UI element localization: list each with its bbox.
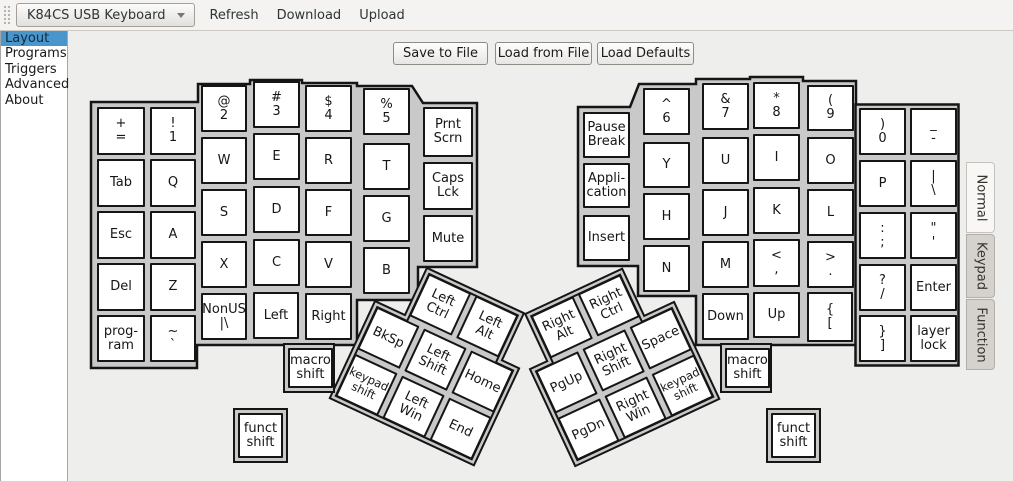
key-j[interactable]: J (702, 189, 749, 236)
key-left-arrow-key[interactable]: Left (253, 292, 299, 339)
key-i[interactable]: I (753, 134, 800, 181)
key-enter[interactable]: Enter (910, 264, 957, 311)
key-quote-apostrophe[interactable]: "' (910, 212, 957, 259)
key-plus-equals[interactable]: += (97, 107, 145, 155)
toolbar: K84CS USB Keyboard Refresh Download Uplo… (0, 0, 1013, 31)
key-tab[interactable]: Tab (97, 159, 145, 207)
key-m[interactable]: M (702, 241, 749, 288)
key-up-arrow-key[interactable]: Up (753, 292, 800, 338)
key-dollar-4[interactable]: $4 (305, 85, 352, 132)
toolbar-item-download[interactable]: Download (276, 7, 342, 23)
key-right-arrow-key[interactable]: Right (305, 293, 352, 340)
key-s[interactable]: S (201, 189, 247, 236)
key-mute[interactable]: Mute (423, 215, 473, 262)
key-d[interactable]: D (253, 186, 300, 233)
sidebar-item-advanced[interactable]: Advanced (5, 77, 70, 93)
key-z[interactable]: Z (150, 263, 196, 311)
key-lt-comma[interactable]: <, (753, 239, 800, 287)
key-t[interactable]: T (363, 143, 410, 190)
key-a[interactable]: A (150, 211, 196, 259)
key-colon-semicolon[interactable]: :; (859, 212, 906, 259)
key-g[interactable]: G (363, 195, 410, 242)
key-underscore-hyphen[interactable]: _- (910, 108, 957, 155)
key-l[interactable]: L (807, 189, 854, 236)
save-to-file-button[interactable]: Save to File (393, 42, 488, 65)
tab-normal[interactable]: Normal (966, 162, 995, 233)
key-hash-3[interactable]: #3 (253, 81, 300, 128)
key-k[interactable]: K (753, 187, 800, 234)
key-q[interactable]: Q (150, 159, 196, 207)
key-o[interactable]: O (807, 137, 854, 184)
key-u[interactable]: U (702, 137, 749, 184)
device-select-value: K84CS USB Keyboard (27, 7, 166, 23)
load-from-file-button[interactable]: Load from File (495, 42, 592, 65)
tab-function-label: Function (973, 306, 988, 363)
key-pipe-backslash[interactable]: |\ (910, 160, 957, 207)
key-e[interactable]: E (253, 133, 300, 180)
key-h[interactable]: H (643, 193, 690, 240)
key-f[interactable]: F (305, 189, 352, 236)
key-c[interactable]: C (253, 239, 300, 286)
key-lparen-9[interactable]: (9 (807, 85, 854, 131)
key-esc[interactable]: Esc (97, 211, 145, 259)
toolbar-grip-icon[interactable] (3, 5, 12, 25)
key-nonus-backslash[interactable]: NonUS|\ (201, 293, 247, 340)
sidebar-item-about[interactable]: About (5, 92, 44, 108)
toolbar-item-refresh[interactable]: Refresh (209, 7, 259, 23)
key-v[interactable]: V (305, 241, 352, 288)
sidebar-item-layout[interactable]: Layout (1, 31, 67, 47)
key-lbrace-lbracket[interactable]: {[ (807, 292, 853, 342)
key-application[interactable]: Appli-cation (583, 163, 630, 208)
key-rparen-0[interactable]: )0 (859, 108, 906, 155)
key-at-2[interactable]: @2 (201, 85, 247, 132)
key-excl-1[interactable]: !1 (150, 107, 196, 155)
chevron-down-icon (177, 12, 186, 18)
key-b[interactable]: B (363, 247, 410, 294)
tab-keypad[interactable]: Keypad (966, 234, 995, 298)
key-question-slash[interactable]: ?/ (859, 264, 906, 311)
key-r[interactable]: R (305, 137, 352, 184)
key-gt-period[interactable]: >. (807, 241, 854, 288)
load-defaults-button[interactable]: Load Defaults (597, 42, 694, 65)
sidebar-item-triggers[interactable]: Triggers (5, 61, 57, 77)
key-y[interactable]: Y (643, 142, 690, 188)
key-program[interactable]: prog-ram (97, 315, 145, 362)
key-percent-5[interactable]: %5 (363, 88, 410, 135)
tab-function[interactable]: Function (966, 299, 995, 370)
key-w[interactable]: W (201, 137, 247, 184)
key-asterisk-8[interactable]: *8 (753, 82, 800, 129)
device-select[interactable]: K84CS USB Keyboard (16, 3, 196, 27)
key-x[interactable]: X (201, 241, 247, 288)
key-n[interactable]: N (643, 245, 690, 292)
sidebar: Layout Programs Triggers Advanced About (0, 31, 70, 481)
key-p[interactable]: P (859, 160, 906, 207)
key-down-arrow-key[interactable]: Down (702, 293, 749, 340)
tab-keypad-label: Keypad (973, 241, 988, 291)
key-del[interactable]: Del (97, 263, 145, 311)
toolbar-item-upload[interactable]: Upload (359, 7, 405, 23)
key-rbrace-rbracket[interactable]: }] (859, 315, 906, 362)
key-amp-7[interactable]: &7 (702, 83, 749, 130)
key-tilde-grave[interactable]: ~` (150, 315, 196, 362)
key-caret-6[interactable]: ^6 (643, 88, 690, 135)
key-insert[interactable]: Insert (583, 215, 630, 261)
tab-normal-label: Normal (973, 173, 988, 222)
sidebar-item-programs[interactable]: Programs (5, 46, 67, 62)
